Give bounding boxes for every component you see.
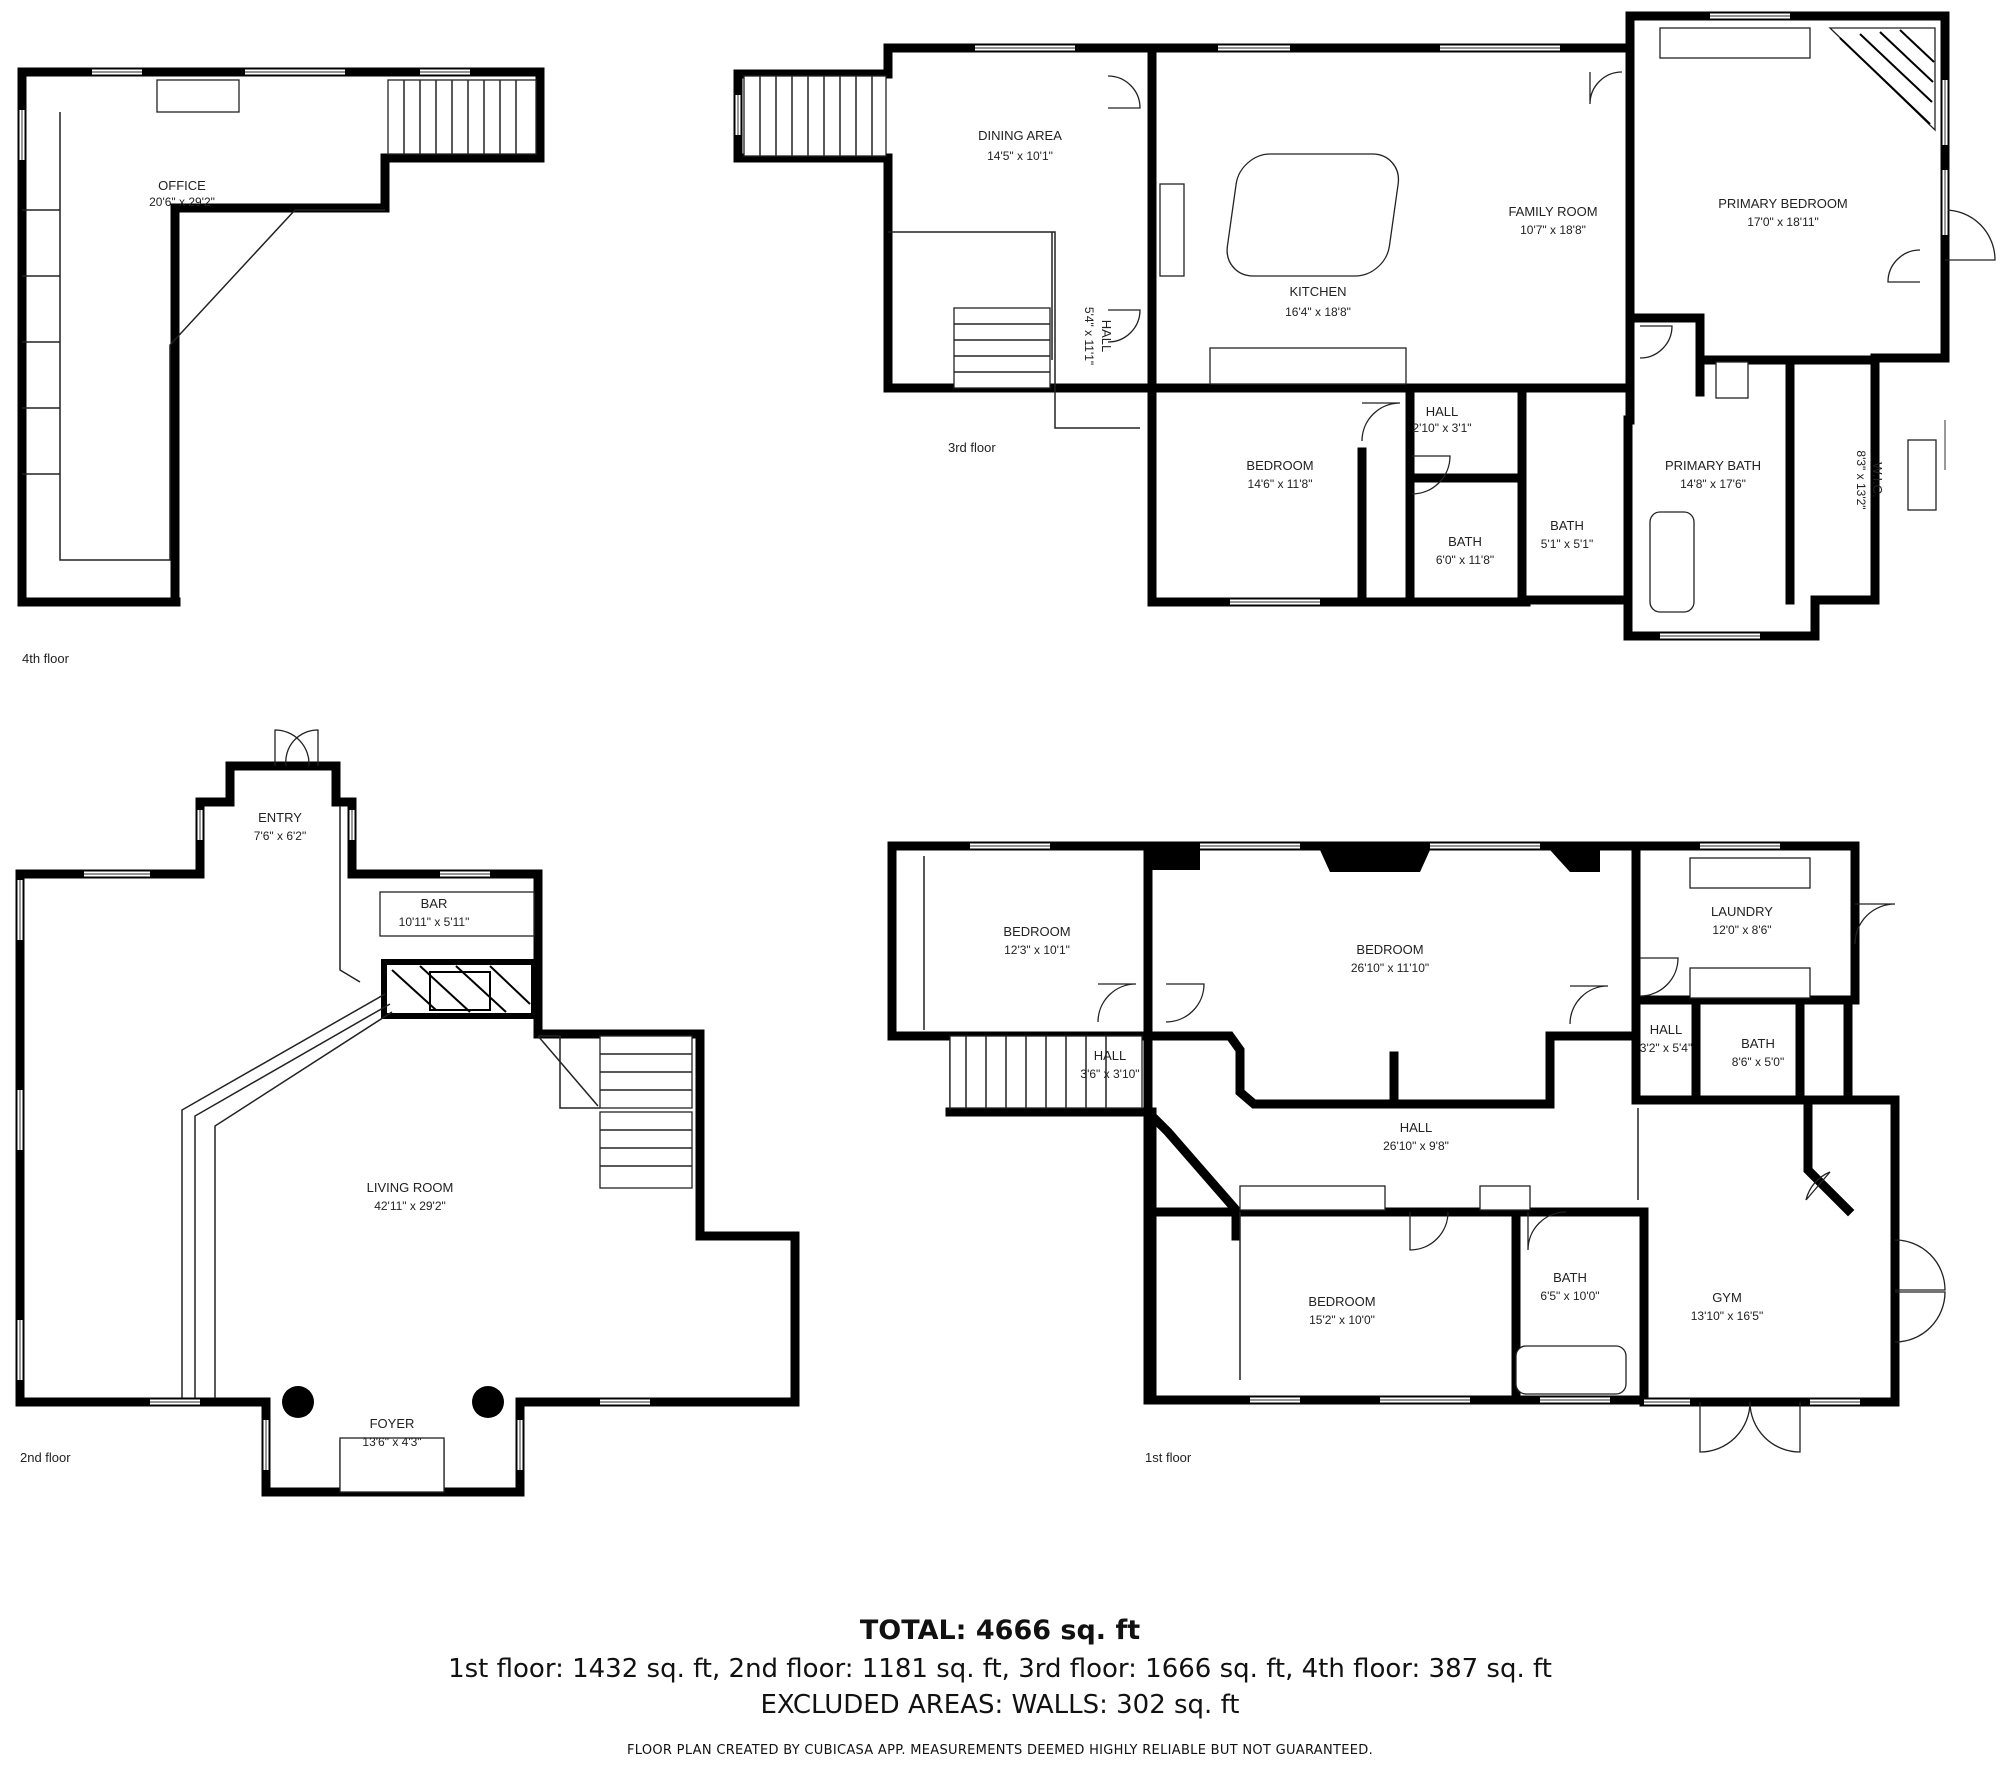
third-floor-fireplace-hatch — [1828, 27, 1936, 132]
bath1b-name: BATH — [1553, 1270, 1587, 1285]
hall3b-dim: 2'10" x 3'1" — [1412, 421, 1471, 435]
hall1c-dim: 3'2" x 5'4" — [1640, 1041, 1692, 1055]
hall1a-name: HALL — [1094, 1048, 1127, 1063]
wic-name: W.I.C. — [1870, 462, 1885, 497]
second-floor-stairs — [537, 1035, 693, 1189]
bedroom1c-dim: 15'2" x 10'0" — [1309, 1313, 1375, 1327]
bedroom1b-dim: 26'10" x 11'10" — [1351, 961, 1429, 975]
hall1c-name: HALL — [1650, 1022, 1683, 1037]
family-room-dim: 10'7" x 18'8" — [1520, 223, 1586, 237]
bedroom1a-dim: 12'3" x 10'1" — [1004, 943, 1070, 957]
credit-disclaimer: FLOOR PLAN CREATED BY CUBICASA APP. MEAS… — [627, 1743, 1373, 1758]
bedroom3-dim: 14'6" x 11'8" — [1248, 477, 1313, 491]
dining-room-dim: 14'5" x 10'1" — [987, 149, 1053, 163]
kitchen-room-name: KITCHEN — [1289, 284, 1346, 299]
bar-room-dim: 10'11" x 5'11" — [399, 915, 470, 929]
primary-bedroom-name: PRIMARY BEDROOM — [1718, 196, 1848, 211]
bath1a-name: BATH — [1741, 1036, 1775, 1051]
bedroom1a-name: BEDROOM — [1003, 924, 1070, 939]
laundry-room-dim: 12'0" x 8'6" — [1712, 923, 1771, 937]
living-room-name: LIVING ROOM — [367, 1180, 454, 1195]
gym-room-dim: 13'10" x 16'5" — [1691, 1309, 1764, 1323]
hall3-dim: 5'4" x 11'1" — [1082, 307, 1096, 365]
hall1b-dim: 26'10" x 9'8" — [1383, 1139, 1449, 1153]
first-floor-stairs — [949, 1035, 1143, 1109]
bath3b-name: BATH — [1550, 518, 1584, 533]
bath1b-dim: 6'5" x 10'0" — [1540, 1289, 1599, 1303]
fourth-floor-stairs — [387, 79, 537, 155]
first-floor-label: 1st floor — [1145, 1450, 1192, 1465]
third-floor-stairs — [743, 75, 1051, 389]
entry-room-dim: 7'6" x 6'2" — [254, 829, 306, 843]
bath3a-name: BATH — [1448, 534, 1482, 549]
hall1b-name: HALL — [1400, 1120, 1433, 1135]
floor-areas-breakdown: 1st floor: 1432 sq. ft, 2nd floor: 1181 … — [448, 1654, 1552, 1684]
wic-dim: 8'3" x 13'2" — [1854, 450, 1868, 509]
second-floor-plan: ENTRY 7'6" x 6'2" BAR 10'11" x 5'11" LIV… — [15, 729, 800, 1497]
laundry-room-name: LAUNDRY — [1711, 904, 1773, 919]
family-room-name: FAMILY ROOM — [1508, 204, 1597, 219]
bedroom3-name: BEDROOM — [1246, 458, 1313, 473]
entry-room-name: ENTRY — [258, 810, 302, 825]
living-room-dim: 42'11" x 29'2" — [374, 1199, 446, 1213]
excluded-areas: EXCLUDED AREAS: WALLS: 302 sq. ft — [760, 1690, 1240, 1720]
foyer-room-name: FOYER — [370, 1416, 415, 1431]
third-floor-plan: DINING AREA 14'5" x 10'1" KITCHEN 16'4" … — [733, 11, 1996, 641]
gym-room-name: GYM — [1712, 1290, 1742, 1305]
bar-hatch — [381, 959, 537, 1019]
fourth-floor-plan: OFFICE 20'6" x 29'2" 4th floor — [17, 67, 545, 666]
bedroom1c-name: BEDROOM — [1308, 1294, 1375, 1309]
total-area: TOTAL: 4666 sq. ft — [859, 1615, 1141, 1646]
primary-bedroom-dim: 17'0" x 18'11" — [1747, 215, 1819, 229]
third-floor-label: 3rd floor — [948, 440, 996, 455]
office-room-name: OFFICE — [158, 178, 206, 193]
dining-room-name: DINING AREA — [978, 128, 1062, 143]
hall3-name: HALL — [1099, 320, 1114, 353]
fourth-floor-label: 4th floor — [22, 651, 70, 666]
kitchen-room-dim: 16'4" x 18'8" — [1285, 305, 1351, 319]
bedroom1b-name: BEDROOM — [1356, 942, 1423, 957]
bath3b-dim: 5'1" x 5'1" — [1541, 537, 1593, 551]
primary-bath-name: PRIMARY BATH — [1665, 458, 1761, 473]
bath3a-dim: 6'0" x 11'8" — [1436, 553, 1494, 567]
hall3b-name: HALL — [1426, 404, 1459, 419]
foyer-room-dim: 13'6" x 4'3" — [362, 1435, 421, 1449]
bar-room-name: BAR — [421, 896, 448, 911]
hall1a-dim: 3'6" x 3'10" — [1080, 1067, 1139, 1081]
second-floor-label: 2nd floor — [20, 1450, 71, 1465]
first-floor-plan: BEDROOM 12'3" x 10'1" BEDROOM 26'10" x 1… — [887, 841, 1946, 1465]
primary-bath-dim: 14'8" x 17'6" — [1680, 477, 1746, 491]
office-room-dim: 20'6" x 29'2" — [149, 195, 215, 209]
bath1a-dim: 8'6" x 5'0" — [1732, 1055, 1784, 1069]
